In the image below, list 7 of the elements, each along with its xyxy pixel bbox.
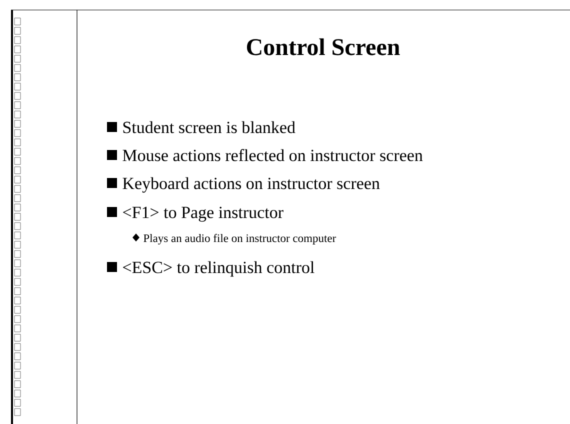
bullet-text: Keyboard actions on instructor screen: [122, 177, 380, 193]
bullet-text: <F1> to Page instructor: [123, 206, 284, 222]
bullet-text: Plays an audio file on instructor computer: [144, 234, 336, 244]
bullet-text: Mouse actions reflected on instructor screen: [122, 149, 423, 162]
bullet-text: <ESC> to relinquish control: [123, 261, 314, 277]
slide-title: Control Screen: [246, 38, 400, 56]
bullet-text: Student screen is blanked: [123, 121, 296, 134]
